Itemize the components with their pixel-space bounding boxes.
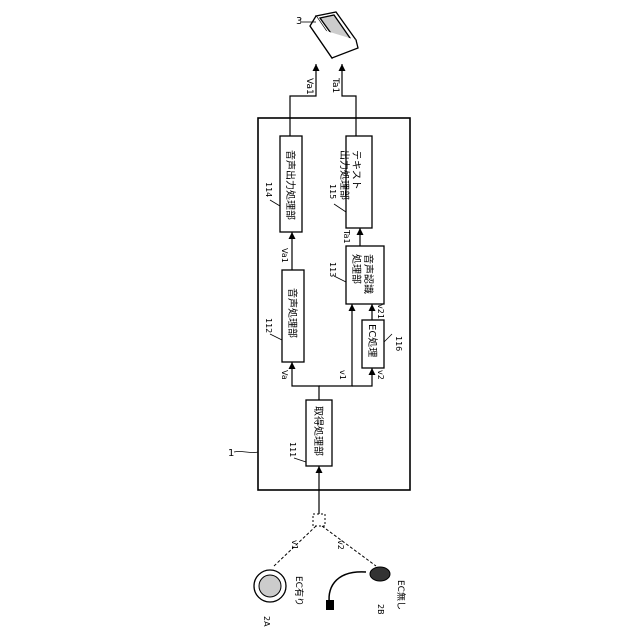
- v2-branch-line: [352, 368, 372, 386]
- ref-116: 116: [394, 336, 403, 351]
- label-va1-out: Va1: [304, 78, 314, 95]
- label-v21: v21: [376, 304, 385, 319]
- speech-recognition-label-2: 処理部: [350, 254, 363, 284]
- label-v2: v2: [376, 370, 385, 380]
- ref-113: 113: [328, 262, 337, 277]
- acquisition-label: 取得処理部: [312, 406, 325, 456]
- voice-processing-label: 音声処理部: [286, 288, 299, 338]
- label-va1-mid: Va1: [280, 248, 289, 263]
- mic-no-ec-label: EC無し: [395, 580, 407, 610]
- label-ta1-mid: Ta1: [342, 229, 351, 244]
- mic-ec-label: EC有り: [293, 576, 305, 606]
- text-output-label-1: テキスト: [350, 150, 361, 190]
- ref-2a: 2A: [262, 616, 271, 627]
- label-v1-in: v1: [290, 540, 299, 550]
- ref-112: 112: [264, 318, 273, 333]
- ref-114: 114: [264, 182, 273, 197]
- label-v2-in: v2: [336, 540, 345, 550]
- va-branch-line: [292, 362, 319, 400]
- label-ta1-out: Ta1: [330, 77, 340, 93]
- laptop-icon: [310, 12, 358, 58]
- conference-mic-icon: [254, 570, 286, 602]
- text-output-line: [342, 64, 356, 136]
- voice-output-label: 音声出力処理部: [284, 150, 297, 220]
- speech-recognition-label-1: 音声認識: [362, 254, 375, 294]
- voice-output-line: [290, 64, 316, 136]
- text-output-label-2: 出力処理部: [338, 150, 351, 200]
- v2-input-dashed: [322, 526, 376, 566]
- label-va: Va: [280, 370, 289, 380]
- terminal-ref: 3: [296, 16, 302, 27]
- ref-111: 111: [288, 442, 297, 457]
- ec-processing-label: EC処理: [366, 324, 379, 357]
- label-v1: v1: [338, 370, 347, 380]
- ref-115: 115: [328, 184, 337, 199]
- input-junction: [313, 514, 325, 526]
- device-ref: 1: [228, 448, 234, 459]
- ref-2b: 2B: [376, 604, 385, 615]
